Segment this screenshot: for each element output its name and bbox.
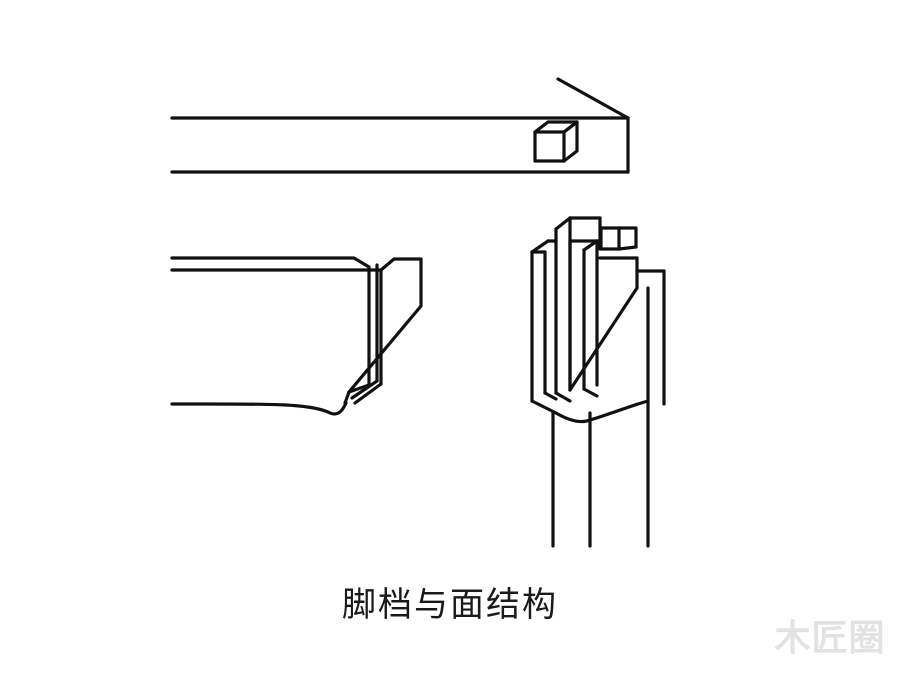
tenon-main-bottom bbox=[554, 391, 572, 403]
tenon-inner-bottom bbox=[582, 387, 599, 398]
bracket-lower-rail-curve bbox=[170, 401, 348, 416]
view-leg-tenon bbox=[530, 216, 666, 548]
watermark-logo: 木匠圈 bbox=[774, 618, 886, 659]
leg-left-bottom-bevel bbox=[530, 399, 558, 415]
leg-left-top-bevel bbox=[530, 239, 550, 254]
bracket-slot-bottom-mid bbox=[350, 379, 379, 400]
bracket-slot-bottom-left bbox=[347, 383, 371, 394]
small-tenon-top bbox=[617, 226, 638, 249]
leg-diagonal-chamfer bbox=[568, 286, 639, 392]
bracket-rail-top-line bbox=[170, 256, 371, 269]
small-tenon-bottom-right bbox=[617, 245, 638, 251]
tenon-main-top-bevel bbox=[554, 216, 572, 231]
small-tenon-left-top bbox=[599, 226, 621, 251]
bracket-outer-profile bbox=[347, 257, 423, 394]
bracket-slot-bottom-right bbox=[353, 382, 383, 405]
leg-shoulder-curve-right bbox=[588, 399, 650, 422]
tenon-inner-top-bevel bbox=[582, 239, 599, 252]
view-top-rail bbox=[170, 77, 630, 174]
bracket-point-tip bbox=[343, 390, 351, 405]
rail-chamfer-line bbox=[556, 77, 630, 120]
figure-caption: 脚档与面结构 bbox=[342, 585, 558, 625]
view-corner-bracket bbox=[170, 256, 423, 416]
leg-shoulder-curve-left bbox=[554, 411, 592, 424]
leg-left-inner-bottom bbox=[543, 391, 558, 401]
rail-tenon-cube bbox=[533, 120, 579, 163]
cube-side-face bbox=[562, 120, 579, 163]
